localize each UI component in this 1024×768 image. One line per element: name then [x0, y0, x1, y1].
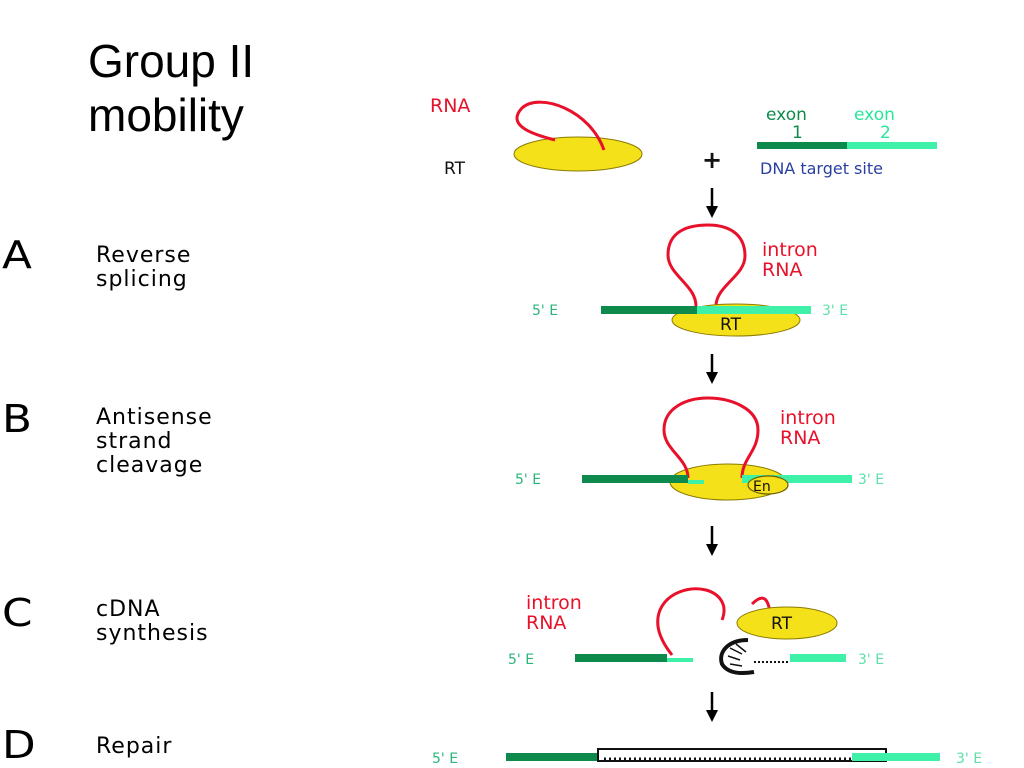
intron-label-a-line-2: RNA: [762, 259, 802, 281]
cdna-strand: [719, 638, 755, 675]
exon2-segment: [847, 142, 937, 149]
plus-sign: +: [702, 146, 722, 174]
exon1-strand-b: [582, 475, 688, 483]
three-prime-label-c: 3' E: [858, 652, 884, 668]
step-text-b: Antisense strand cleavage: [96, 406, 213, 478]
step-letter-a: A: [2, 233, 32, 277]
exon2-fragment-c: [667, 658, 693, 662]
title-line-1: Group II: [88, 35, 255, 87]
intron-rna-loop-c: [656, 587, 726, 656]
step-a-line-2: splicing: [96, 267, 188, 292]
step-letter-b: B: [2, 397, 32, 441]
intron-label-a-line-1: intron: [762, 239, 818, 261]
endonuclease-domain: [747, 475, 789, 495]
intron-label-c-line-2: RNA: [526, 612, 566, 634]
three-prime-label-d: 3' E: [956, 751, 982, 767]
intron-label-c-line-1: intron: [526, 592, 582, 614]
step-text-d: Repair: [96, 735, 172, 759]
five-prime-label-b: 5' E: [515, 472, 541, 488]
exon1-strand-c: [575, 654, 667, 662]
step-letter-d: D: [2, 723, 36, 767]
exon1-strand-d: [506, 753, 598, 761]
exon2-strand-b: [742, 475, 852, 483]
step-letter-c: C: [2, 591, 33, 635]
en-label: En: [753, 479, 771, 495]
rna-loop: [515, 100, 606, 151]
intron-rna-loop-b: [662, 396, 760, 479]
step-c-line-2: synthesis: [96, 621, 209, 646]
intron-rna-loop-a: [666, 223, 747, 307]
five-prime-label-c: 5' E: [508, 652, 534, 668]
exon1-strand-a: [601, 306, 697, 314]
exon2-strand-c: [790, 654, 846, 662]
integrated-intron-dna: [597, 748, 887, 762]
rt-protein: [513, 136, 643, 172]
five-prime-label-a: 5' E: [532, 303, 558, 319]
exon1-number: 1: [792, 123, 803, 143]
intron-label-b-line-2: RNA: [780, 427, 820, 449]
step-text-a: Reverse splicing: [96, 244, 191, 292]
step-b-line-1: Antisense: [96, 405, 213, 430]
slide-title: Group II mobility: [88, 34, 308, 142]
exon2-label: exon: [854, 105, 895, 125]
step-text-c: cDNA synthesis: [96, 598, 209, 646]
exon2-number: 2: [880, 123, 891, 143]
exon2-strand-a: [697, 306, 811, 314]
step-b-line-3: cleavage: [96, 453, 204, 478]
three-prime-label-b: 3' E: [858, 472, 884, 488]
cdna-base-pairs: [727, 643, 747, 667]
rt-label-c: RT: [771, 614, 793, 634]
exon2-fragment-b: [688, 480, 704, 484]
rt-label-a: RT: [720, 315, 742, 335]
rt-label: RT: [444, 159, 466, 179]
five-prime-label-d: 5' E: [432, 751, 458, 767]
exon2-strand-d: [852, 753, 940, 761]
step-c-line-1: cDNA: [96, 597, 161, 622]
rna-label: RNA: [430, 95, 470, 117]
title-line-2: mobility: [88, 89, 244, 141]
step-a-line-1: Reverse: [96, 243, 192, 268]
step-b-line-2: strand: [96, 429, 173, 454]
rt-protein-c: [736, 606, 838, 640]
intron-label-b-line-1: intron: [780, 407, 836, 429]
dna-target-site-label: DNA target site: [760, 159, 883, 178]
step-d-line-1: Repair: [96, 734, 173, 759]
three-prime-label-a: 3' E: [822, 303, 848, 319]
exon1-segment: [757, 142, 847, 149]
exon1-label: exon: [766, 105, 807, 125]
